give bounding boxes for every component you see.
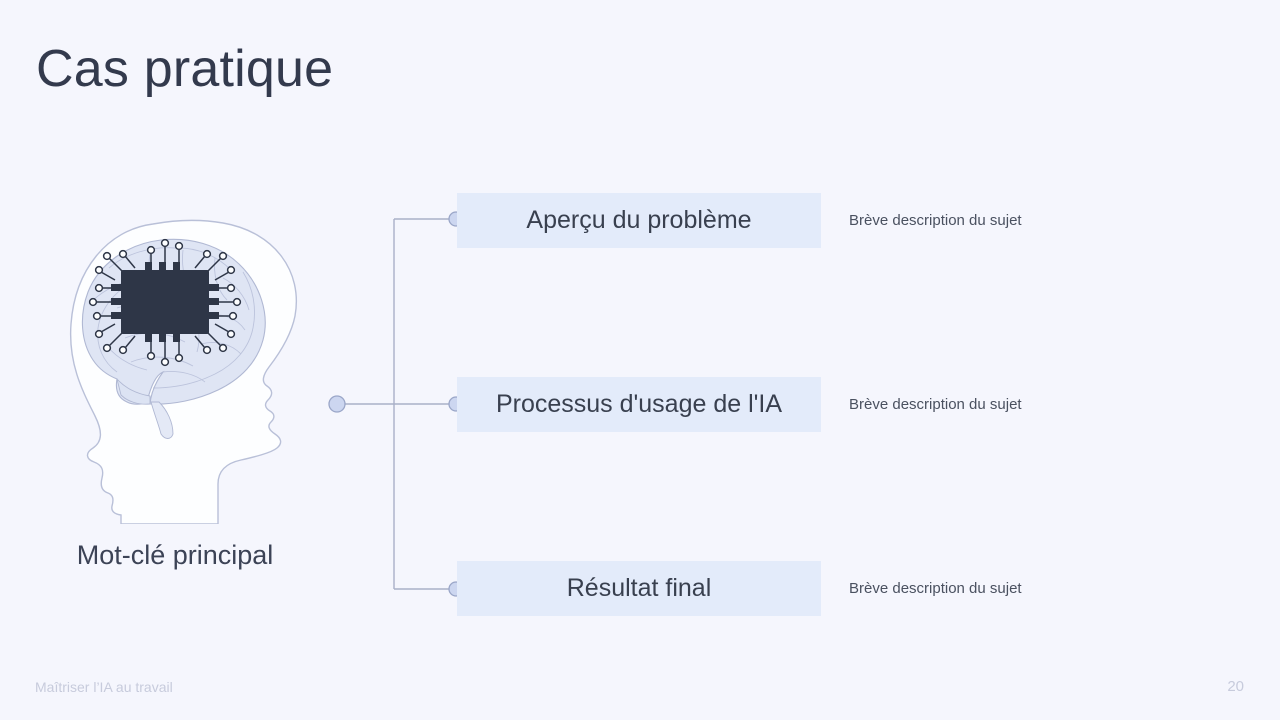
microchip-icon xyxy=(88,238,242,367)
row-box-1[interactable]: Processus d'usage de l'IA xyxy=(457,377,821,432)
connector-source-node xyxy=(328,395,346,413)
page-title: Cas pratique xyxy=(36,40,334,98)
row-box-2[interactable]: Résultat final xyxy=(457,561,821,616)
row-label-2: Résultat final xyxy=(566,574,712,602)
page-number: 20 xyxy=(1227,678,1244,695)
row-box-0[interactable]: Aperçu du problème xyxy=(457,193,821,248)
row-description-0: Brève description du sujet xyxy=(849,212,1022,229)
row-label-1: Processus d'usage de l'IA xyxy=(495,390,783,418)
row-description-2: Brève description du sujet xyxy=(849,580,1022,597)
illustration-svg xyxy=(69,219,297,524)
head-brain-chip-illustration xyxy=(55,212,325,524)
row-description-1: Brève description du sujet xyxy=(849,396,1022,413)
row-label-0: Aperçu du problème xyxy=(526,206,752,234)
footer-text: Maîtriser l’IA au travail xyxy=(35,679,173,695)
keyword-label: Mot-clé principal xyxy=(76,540,274,570)
